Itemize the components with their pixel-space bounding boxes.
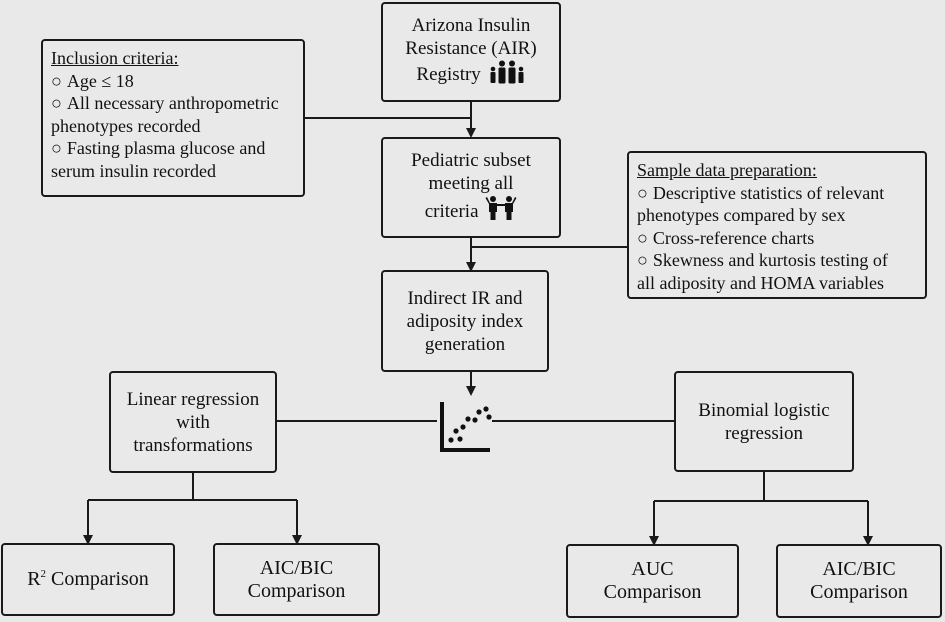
linear-line-3: transformations xyxy=(133,434,253,456)
bullet-symbol: ○ xyxy=(637,227,648,248)
bullet-symbol: ○ xyxy=(51,70,62,91)
auc-line-2: Comparison xyxy=(603,581,702,603)
r2-label: Comparison xyxy=(46,568,149,590)
bullet-symbol: ○ xyxy=(51,138,62,158)
aicbic-left-line-1: AIC/BIC xyxy=(259,556,334,579)
bullet-symbol: ○ xyxy=(637,250,648,270)
indices-line-2: adiposity index xyxy=(406,310,524,332)
logistic-line-2: regression xyxy=(724,422,804,444)
registry-box: Arizona Insulin Resistance (AIR) Registr… xyxy=(381,2,561,102)
indices-line-1: Indirect IR and xyxy=(407,287,523,309)
children-icon xyxy=(485,195,517,227)
logistic-line-1: Binomial logistic xyxy=(698,399,830,421)
registry-line-1: Arizona Insulin xyxy=(411,15,531,36)
registry-line-3: Registry xyxy=(416,64,481,85)
auc-line-1: AUC xyxy=(631,558,674,580)
pediatric-line-3: criteria xyxy=(424,200,479,222)
inclusion-criteria-box: Inclusion criteria: ○Age ≤ 18 ○All neces… xyxy=(41,39,305,197)
inclusion-criteria-title: Inclusion criteria: xyxy=(51,48,179,68)
sample-data-preparation-box: Sample data preparation: ○Descriptive st… xyxy=(627,151,927,299)
inclusion-item: ○Fasting plasma glucose and serum insuli… xyxy=(51,138,266,181)
inclusion-item: ○All necessary anthropometric phenotypes… xyxy=(51,93,279,136)
preparation-item: ○Descriptive statistics of relevant phen… xyxy=(637,182,885,226)
family-icon xyxy=(488,60,526,90)
aicbic-right-line-1: AIC/BIC xyxy=(822,558,896,580)
preparation-title: Sample data preparation: xyxy=(637,160,817,180)
r2-superscript: 2 xyxy=(40,568,47,580)
pediatric-subset-box: Pediatric subset meeting all criteria xyxy=(381,137,561,238)
bullet-symbol: ○ xyxy=(637,182,648,203)
linear-line-1: Linear regression xyxy=(126,388,260,410)
inclusion-item: ○Age ≤ 18 xyxy=(51,70,134,91)
bullet-symbol: ○ xyxy=(51,93,62,113)
r2-comparison-box: R2 Comparison xyxy=(1,543,175,616)
aicbic-right-box: AIC/BIC Comparison xyxy=(776,544,942,618)
linear-line-2: with xyxy=(176,411,210,433)
registry-line-2: Resistance (AIR) xyxy=(405,38,537,59)
pediatric-line-1: Pediatric subset xyxy=(411,149,531,171)
aicbic-left-box: AIC/BIC Comparison xyxy=(213,543,380,616)
indices-line-3: generation xyxy=(424,333,506,355)
linear-regression-box: Linear regression with transformations xyxy=(109,371,277,473)
aicbic-left-line-2: Comparison xyxy=(247,579,346,602)
scatter-plot-icon xyxy=(440,402,492,452)
index-generation-box: Indirect IR and adiposity index generati… xyxy=(381,270,549,372)
auc-comparison-box: AUC Comparison xyxy=(566,544,739,618)
preparation-item: ○Cross-reference charts xyxy=(637,227,815,248)
aicbic-right-line-2: Comparison xyxy=(810,581,908,603)
pediatric-line-2: meeting all xyxy=(428,172,514,194)
preparation-item: ○Skewness and kurtosis testing of all ad… xyxy=(637,250,888,293)
logistic-regression-box: Binomial logistic regression xyxy=(674,371,854,472)
r2-base: R xyxy=(27,568,41,590)
